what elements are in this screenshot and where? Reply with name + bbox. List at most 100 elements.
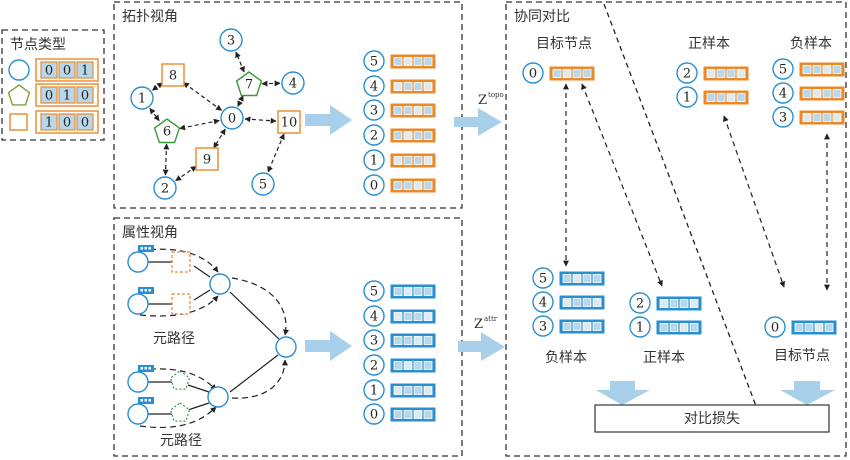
bottom-positive-label: 正样本 — [643, 350, 685, 366]
node-label: 9 — [203, 153, 211, 168]
node-circle — [363, 329, 385, 351]
node-4: 4 — [532, 291, 554, 313]
topo-node-5: 5 — [251, 172, 275, 196]
aggregate-node — [207, 386, 229, 408]
pentagon-node-icon — [7, 84, 31, 106]
embedding-cell — [582, 298, 592, 307]
node-1: 1 — [363, 149, 385, 171]
source-node — [127, 371, 149, 393]
embedding-cell — [562, 274, 572, 283]
embedding-cell — [812, 113, 822, 122]
embedding-cell — [423, 336, 433, 345]
embedding-vector — [390, 333, 436, 348]
edge-7-3 — [235, 51, 245, 73]
edge-2-9 — [175, 165, 197, 182]
embedding-cell — [582, 274, 592, 283]
embedding-cell — [592, 274, 602, 283]
metapath-flow — [139, 295, 219, 317]
node-label: 4 — [779, 87, 787, 102]
node-label: 2 — [370, 129, 378, 144]
node-label: 2 — [636, 297, 644, 312]
embedding-vector — [390, 54, 436, 69]
node-2: 2 — [629, 292, 651, 314]
embedding-cell — [572, 322, 582, 331]
type-code-digit: 0 — [63, 64, 71, 79]
edge-8-1 — [151, 82, 164, 91]
node-label: 1 — [636, 321, 644, 336]
node-label: 0 — [529, 67, 537, 82]
node-circle — [532, 315, 554, 337]
embedding-cell — [736, 93, 746, 102]
embedding-cell — [423, 156, 433, 165]
embedding-vector — [390, 79, 436, 94]
embedding-vector — [703, 66, 749, 81]
bottom-positive-row-1: 1 — [629, 316, 702, 338]
embedding-cell — [403, 57, 413, 66]
node-circle — [363, 280, 385, 302]
embedding-vector — [559, 295, 605, 310]
metapath-pentagon-node — [169, 370, 191, 390]
embedding-cell — [423, 82, 433, 91]
embedding-vector — [791, 320, 837, 335]
z-topo-output: Z topo — [454, 91, 504, 136]
metapath-square-node — [171, 251, 191, 273]
top-negative-label: 负样本 — [790, 36, 832, 52]
embedding-cell — [403, 131, 413, 140]
node-circle — [532, 267, 554, 289]
contrast-title: 协同对比 — [514, 9, 570, 25]
embedding-cell — [413, 287, 423, 296]
embedding-cell — [403, 361, 413, 370]
type-code-cell — [76, 113, 94, 131]
node-circle — [532, 291, 554, 313]
node-label: 3 — [370, 104, 378, 119]
embedding-cell — [423, 131, 433, 140]
node-circle — [363, 174, 385, 196]
node-label: 5 — [370, 55, 378, 70]
topo-node-10: 10 — [277, 110, 301, 134]
type-code-cell — [58, 113, 76, 131]
embedding-cell — [413, 82, 423, 91]
node-label: 2 — [683, 67, 691, 82]
node-4: 4 — [772, 82, 794, 104]
bottom-negative-row-5: 5 — [532, 267, 605, 289]
embedding-cell — [669, 323, 679, 332]
node-4: 4 — [363, 305, 385, 327]
node-circle — [363, 75, 385, 97]
embedding-cell — [736, 69, 746, 78]
embedding-vector — [390, 407, 436, 422]
bottom-negative-row-4: 4 — [532, 291, 605, 313]
type-code-digit: 0 — [81, 89, 89, 104]
metapath-edge — [229, 291, 281, 341]
embedding-cell — [562, 298, 572, 307]
target-node — [275, 336, 297, 358]
attribute-tag-icon — [138, 397, 154, 404]
z-topo-label: Z — [478, 93, 487, 108]
node-label: 4 — [539, 296, 547, 311]
metapath-edge — [193, 289, 211, 301]
embedding-cell — [393, 312, 403, 321]
embedding-vector — [656, 296, 702, 311]
embedding-vector — [390, 153, 436, 168]
embedding-cell — [562, 322, 572, 331]
node-circle — [363, 379, 385, 401]
embedding-cell — [689, 299, 699, 308]
embedding-cell — [403, 181, 413, 190]
bottom-target-label: 目标节点 — [774, 348, 830, 364]
attribute-tag-icon — [138, 365, 154, 372]
embedding-cell — [393, 336, 403, 345]
source-node — [127, 251, 149, 273]
node-3: 3 — [772, 106, 794, 128]
node-2: 2 — [676, 62, 698, 84]
embedding-vector — [549, 66, 595, 81]
topo-node-9: 9 — [195, 147, 219, 171]
embedding-cell — [413, 181, 423, 190]
embedding-cell — [582, 69, 592, 78]
embedding-vector — [656, 320, 702, 335]
node-circle — [363, 354, 385, 376]
embedding-vector — [559, 271, 605, 286]
attribute-tag-icon — [138, 287, 154, 294]
type-code-digit: 1 — [81, 64, 89, 79]
embedding-vector — [390, 178, 436, 193]
